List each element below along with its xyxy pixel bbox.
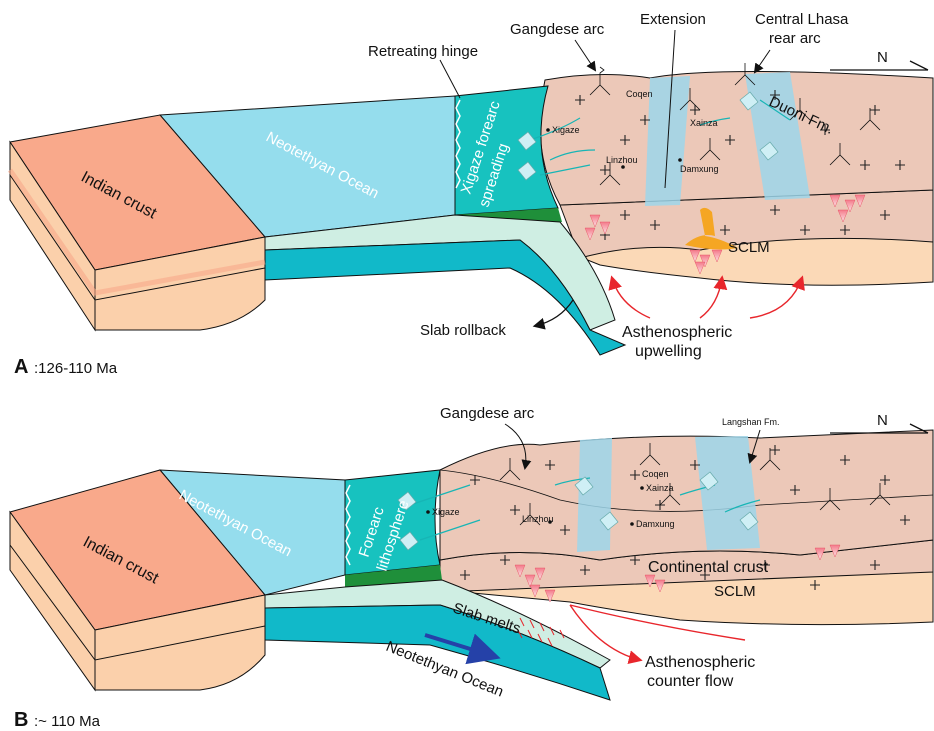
panel-a: Xigaze Coqen Xainza Linzhou Damxung Indi… <box>10 11 933 378</box>
gangdese-arc-label-a: Gangdese arc <box>510 21 605 38</box>
upwelling-label-2: upwelling <box>635 343 702 360</box>
slab-rollback-label: Slab rollback <box>420 322 506 339</box>
panel-a-letter: A <box>14 356 28 378</box>
panel-a-age: :126-110 Ma <box>34 360 118 377</box>
upwelling-arrow-2 <box>700 278 722 318</box>
extension-band-b1 <box>577 438 612 552</box>
counter-flow-label-1: Asthenospheric <box>645 654 755 671</box>
crust-top-a <box>540 72 933 206</box>
town-linzhou-a: Linzhou <box>606 155 638 165</box>
extension-label: Extension <box>640 11 706 28</box>
panel-b-age: :~ 110 Ma <box>34 713 101 730</box>
town-coqen-b: Coqen <box>642 469 669 479</box>
svg-text:N: N <box>877 412 888 429</box>
gangdese-pointer-a <box>575 40 595 70</box>
town-xainza-a: Xainza <box>690 118 718 128</box>
svg-text:N: N <box>877 49 888 66</box>
rear-arc-pointer <box>755 50 770 72</box>
north-arrow-a: N <box>830 49 928 70</box>
rear-arc-label-2: rear arc <box>769 30 821 47</box>
upwelling-label-1: Asthenospheric <box>622 324 732 341</box>
continental-crust-label: Continental crust <box>648 559 769 576</box>
town-coqen-a: Coqen <box>626 89 653 99</box>
upwelling-arrow-1 <box>612 278 650 318</box>
panel-b-letter: B <box>14 709 28 731</box>
town-xainza-b: Xainza <box>646 483 674 493</box>
town-linzhou-b: Linzhou <box>522 514 554 524</box>
rear-arc-label-1: Central Lhasa <box>755 11 849 28</box>
sclm-label-a: SCLM <box>728 239 770 256</box>
crust-top-b <box>440 430 933 560</box>
gangdese-arc-label-b: Gangdese arc <box>440 405 535 422</box>
langshan-label: Langshan Fm. <box>722 417 780 427</box>
retreating-hinge-label: Retreating hinge <box>368 43 478 60</box>
town-xigaze-a: Xigaze <box>552 125 580 135</box>
slab-dark-b <box>265 605 610 700</box>
town-xigaze-b: Xigaze <box>432 507 460 517</box>
counter-flow-label-2: counter flow <box>647 673 734 690</box>
north-arrow-b: N <box>830 412 928 433</box>
town-damxung-b: Damxung <box>636 519 675 529</box>
hinge-pointer <box>440 60 460 98</box>
town-damxung-a: Damxung <box>680 164 719 174</box>
sclm-label-b: SCLM <box>714 583 756 600</box>
panel-b: Xigaze Coqen Xainza Linzhou Damxung Indi… <box>10 405 933 731</box>
